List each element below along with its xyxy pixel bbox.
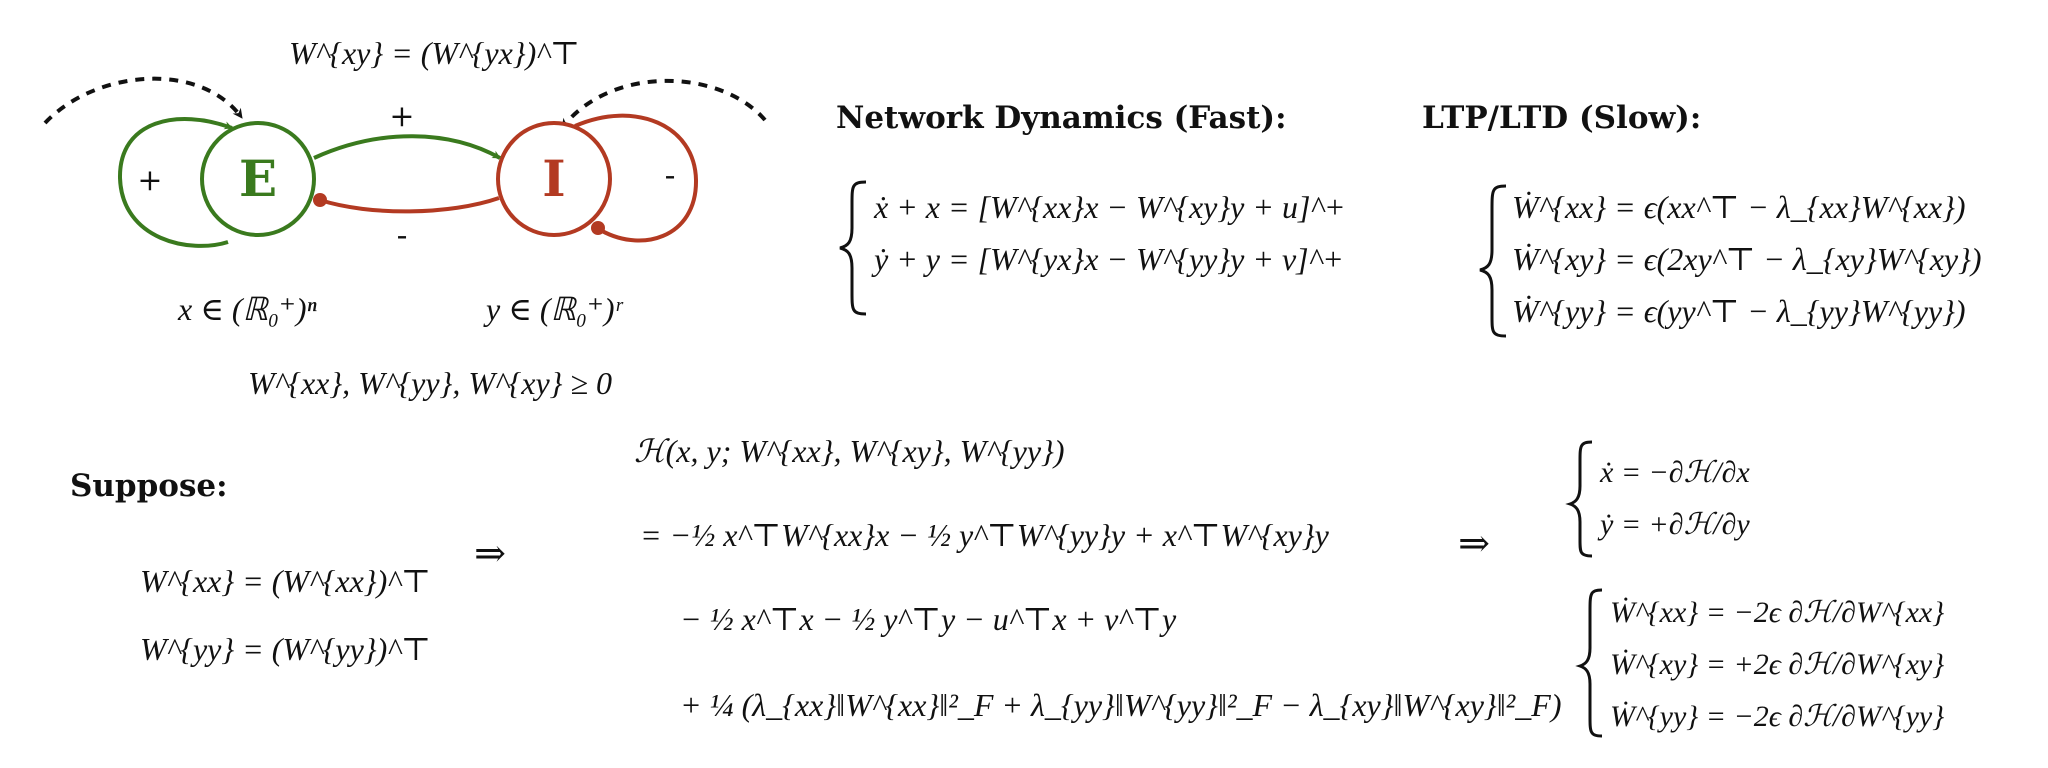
state-flow-brace xyxy=(1565,440,1593,558)
hamiltonian-line-1: = −½ x^⊤W^{xx}x − ½ y^⊤W^{yy}y + x^⊤W^{x… xyxy=(640,517,1330,553)
i-self-loop-terminal xyxy=(591,221,605,235)
hamiltonian-signature: ℋ(x, y; W^{xx}, W^{xy}, W^{yy}) xyxy=(634,433,1064,469)
external-input-x-arrow xyxy=(43,76,244,125)
i-node-label: I xyxy=(542,149,565,208)
e-to-i-arrow xyxy=(313,134,501,160)
fast-dynamics-heading: Network Dynamics (Fast): xyxy=(836,100,1287,136)
i-to-e-connection xyxy=(319,196,500,214)
weight-flow-wxy: Ẇ^{xy} = +2ϵ ∂ℋ/∂W^{xy} xyxy=(1610,648,1944,681)
implies-arrow-right: ⇒ xyxy=(1458,521,1490,565)
suppose-condition-wxx: W^{xx} = (W^{xx})^⊤ xyxy=(140,563,431,599)
slow-equation-wxx: Ẇ^{xx} = ϵ(xx^⊤ − λ_{xx}W^{xx}) xyxy=(1512,189,1966,225)
i-self-sign: - xyxy=(665,156,676,194)
suppose-condition-wyy: W^{yy} = (W^{yy})^⊤ xyxy=(140,631,431,667)
hamiltonian-line-2: − ½ x^⊤x − ½ y^⊤y − u^⊤x + v^⊤y xyxy=(680,601,1177,637)
slow-equation-wxy: Ẇ^{xy} = ϵ(2xy^⊤ − λ_{xy}W^{xy}) xyxy=(1512,241,1982,277)
slow-equation-wyy: Ẇ^{yy} = ϵ(yy^⊤ − λ_{yy}W^{yy}) xyxy=(1512,293,1966,329)
ei-circuit-diagram: E I + - + - W^{xy} = (W^{yx})^⊤ x ∈ (ℝ₀⁺… xyxy=(43,35,767,401)
weight-flow-wyy: Ẇ^{yy} = −2ϵ ∂ℋ/∂W^{yy} xyxy=(1610,700,1944,733)
weight-flow-wxx: Ẇ^{xx} = −2ϵ ∂ℋ/∂W^{xx} xyxy=(1610,596,1944,629)
implies-arrow-left: ⇒ xyxy=(474,531,506,575)
e-node xyxy=(200,121,316,237)
slow-plasticity-heading: LTP/LTD (Slow): xyxy=(1422,100,1701,136)
gradient-flow-block: ẋ = −∂ℋ/∂x ẏ = +∂ℋ/∂y Ẇ^{xx} = −2ϵ ∂ℋ/∂W… xyxy=(1565,440,1944,738)
suppose-heading: Suppose: xyxy=(70,468,228,504)
hamiltonian-line-3: + ¼ (λ_{xx}‖W^{xx}‖²_F + λ_{yy}‖W^{yy}‖²… xyxy=(680,687,1561,723)
i-to-e-sign: - xyxy=(397,216,408,254)
fast-equation-x: ẋ + x = [W^{xx}x − W^{xy}y + u]^+ xyxy=(873,189,1346,225)
i-to-e-terminal xyxy=(313,193,327,207)
suppose-block: Suppose: W^{xx} = (W^{xx})^⊤ W^{yy} = (W… xyxy=(70,468,431,667)
i-self-loop xyxy=(574,113,699,243)
x-domain-label: x ∈ (ℝ₀⁺)ⁿ xyxy=(177,291,317,327)
fast-equation-y: ẏ + y = [W^{yx}x − W^{yy}y + v]^+ xyxy=(871,241,1344,277)
slow-plasticity-brace xyxy=(1479,184,1507,338)
e-node-label: E xyxy=(239,149,277,208)
weight-symmetry-label: W^{xy} = (W^{yx})^⊤ xyxy=(289,35,580,71)
nonneg-constraint-label: W^{xx}, W^{yy}, W^{xy} ≥ 0 xyxy=(248,365,612,401)
slow-plasticity-block: LTP/LTD (Slow): Ẇ^{xx} = ϵ(xx^⊤ − λ_{xx}… xyxy=(1422,100,1982,338)
hamiltonian-block: ℋ(x, y; W^{xx}, W^{xy}, W^{yy}) = −½ x^⊤… xyxy=(634,433,1561,723)
state-flow-y: ẏ = +∂ℋ/∂y xyxy=(1597,508,1750,541)
e-self-sign: + xyxy=(137,163,162,198)
weight-flow-brace xyxy=(1575,588,1603,738)
state-flow-x: ẋ = −∂ℋ/∂x xyxy=(1599,456,1750,489)
e-to-i-sign: + xyxy=(389,99,414,134)
y-domain-label: y ∈ (ℝ₀⁺)ʳ xyxy=(483,291,624,327)
i-node xyxy=(496,121,612,237)
e-self-loop xyxy=(117,117,233,248)
fast-dynamics-block: Network Dynamics (Fast): ẋ + x = [W^{xx}… xyxy=(836,100,1346,316)
fast-dynamics-brace xyxy=(839,180,867,316)
